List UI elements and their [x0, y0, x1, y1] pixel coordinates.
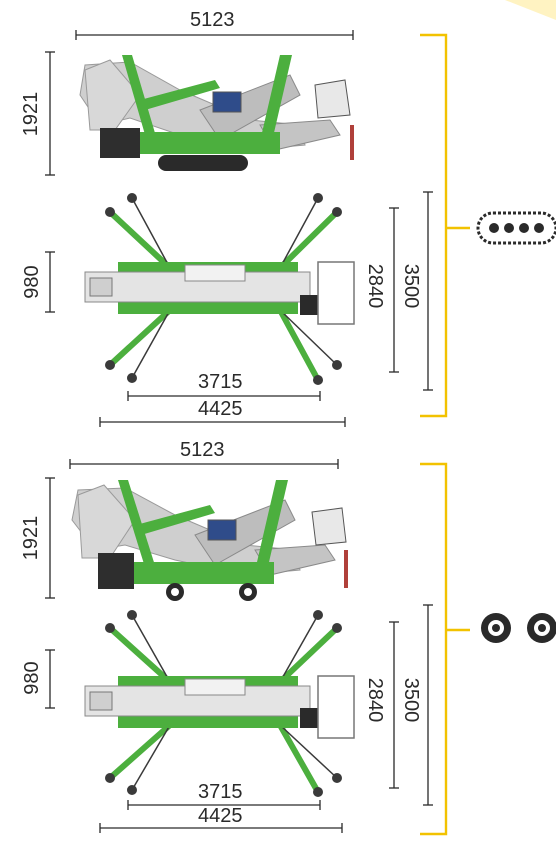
tracked-outrigger-spread-label: 3500 — [400, 263, 422, 309]
wheeled-top-width-label: 980 — [21, 661, 43, 695]
wheeled-bracket — [420, 462, 470, 836]
wheeled-dim-lines — [45, 459, 433, 833]
tracked-side-view — [79, 55, 354, 171]
wheeled-platform-width-label: 2840 — [364, 677, 386, 723]
wheeled-outrigger-spread-label: 3500 — [400, 677, 422, 723]
track-unit — [158, 155, 248, 171]
control-box — [100, 128, 140, 158]
tracked-top-width-label: 980 — [21, 265, 43, 299]
control-box — [98, 553, 134, 589]
wheeled-version — [45, 459, 556, 836]
tracked-side-length-label: 5123 — [190, 9, 235, 31]
wheeled-side-length-label: 5123 — [180, 439, 225, 461]
tracked-dim-lines — [45, 30, 433, 427]
wheeled-inner-length-label: 3715 — [198, 781, 243, 803]
tracked-version — [45, 30, 556, 427]
wheeled-side-height-label: 1921 — [20, 515, 42, 561]
tracked-inner-length-label: 3715 — [198, 371, 243, 393]
corner-accent — [505, 0, 556, 20]
track-icon — [476, 211, 556, 245]
wheeled-outer-length-label: 4425 — [198, 805, 243, 827]
tracked-bracket — [420, 33, 470, 418]
tracked-side-height-label: 1921 — [20, 91, 42, 137]
wheeled-top-view — [84, 610, 355, 797]
wheeled-side-view — [71, 480, 348, 601]
wheels-icon — [481, 613, 556, 643]
tracked-top-view — [84, 193, 355, 385]
tracked-platform-width-label: 2840 — [364, 263, 386, 309]
tracked-outer-length-label: 4425 — [198, 398, 243, 420]
